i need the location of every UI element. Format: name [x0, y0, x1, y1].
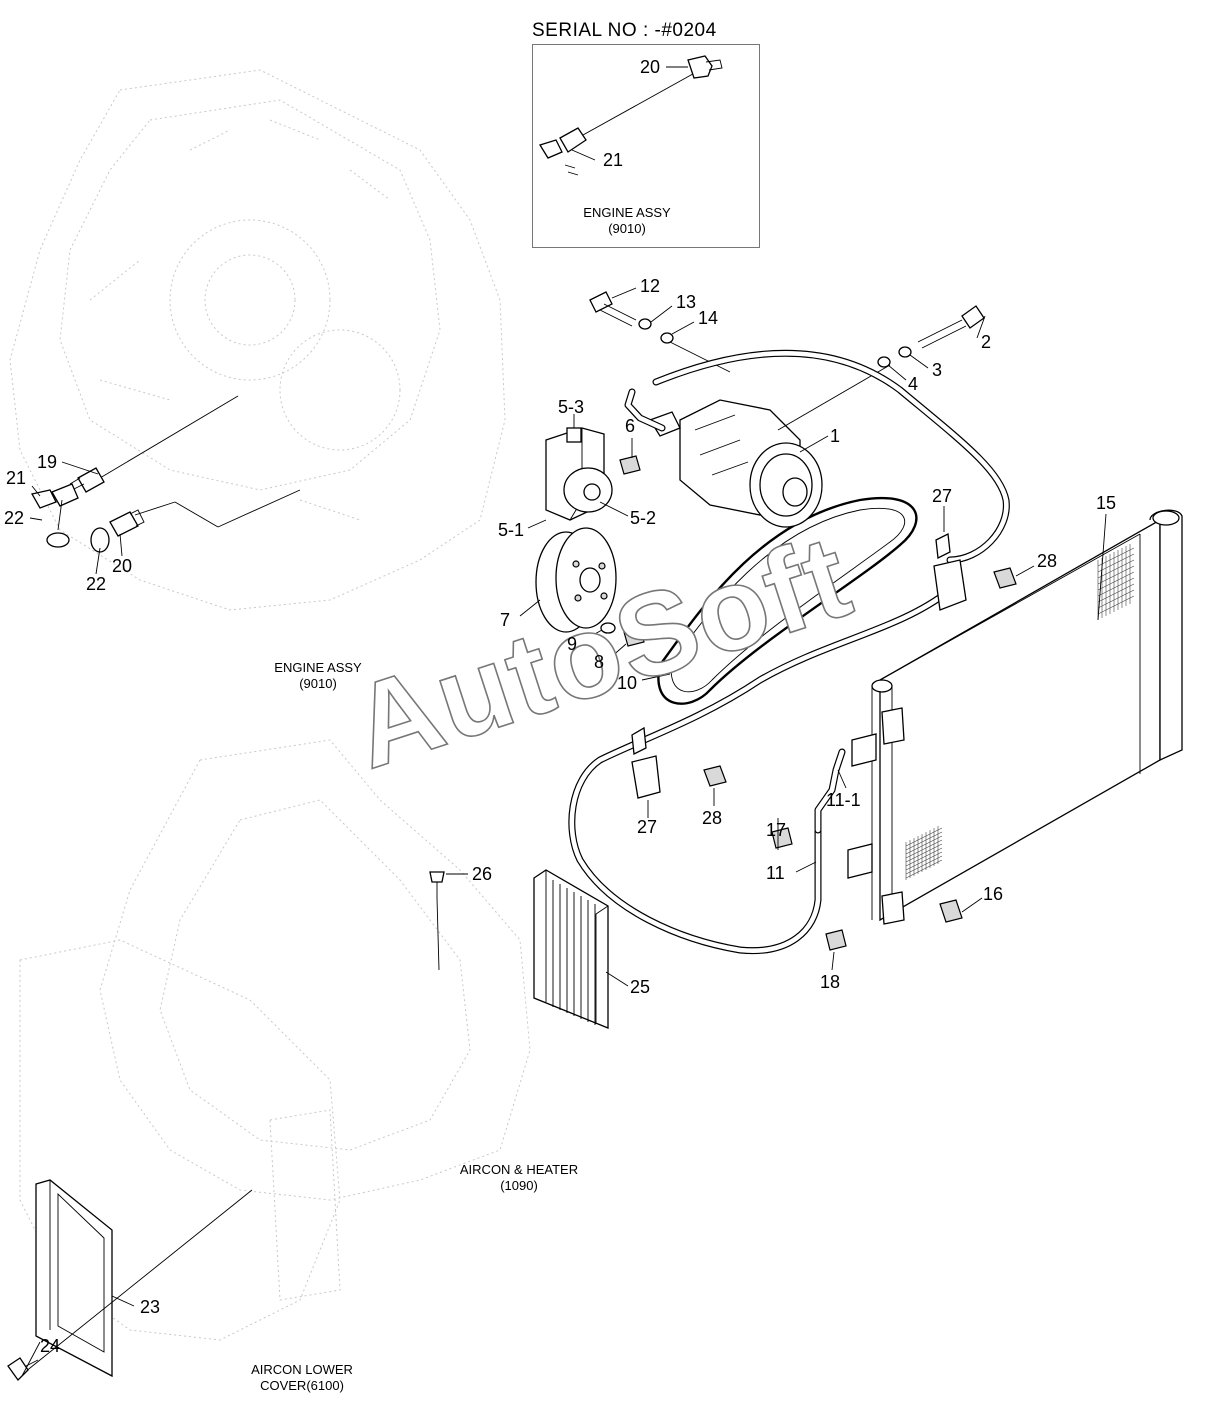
callout: 5-2 [630, 508, 657, 528]
section-name: ENGINE ASSY [274, 660, 362, 675]
callout: 22 [4, 508, 25, 528]
mesh-line [905, 843, 943, 863]
lower-cover [7, 1179, 253, 1382]
callout: 20 [640, 57, 661, 77]
callout: 16 [983, 884, 1004, 904]
bolt-26 [429, 871, 468, 971]
inset-parts [539, 55, 723, 176]
left-fittings [30, 395, 301, 553]
callout: 12 [640, 276, 661, 296]
mesh-line [1097, 553, 1135, 573]
callout: 28 [1037, 551, 1058, 571]
mesh-line [1097, 577, 1135, 597]
callout: 14 [698, 308, 719, 328]
idler-bracket [545, 427, 641, 521]
callout: 26 [472, 864, 493, 884]
callout: 2 [981, 332, 992, 352]
mesh-line [905, 855, 943, 875]
serial-inset-frame [532, 44, 760, 248]
mount-bolts [589, 291, 985, 373]
callout: 22 [86, 574, 107, 594]
section-code: (9010) [608, 221, 646, 236]
callout: 5-3 [558, 397, 585, 417]
mesh-line [905, 835, 943, 855]
mesh-line [905, 847, 943, 867]
callout: 27 [932, 486, 953, 506]
section-code: (9010) [299, 676, 337, 691]
leader-lines [21, 287, 1107, 1377]
callout: 7 [500, 610, 511, 630]
callout: 17 [766, 820, 787, 840]
ghost-engine-outline [9, 69, 506, 611]
callout: 28 [702, 808, 723, 828]
mesh-line [905, 839, 943, 859]
serial-number-label: SERIAL NO : -#0204 [532, 20, 717, 41]
callout: 8 [594, 652, 605, 672]
section-name: ENGINE ASSY [583, 205, 671, 220]
callout: 19 [37, 452, 58, 472]
condenser [847, 509, 1183, 925]
callout: 6 [625, 416, 636, 436]
callout: 9 [567, 634, 578, 654]
section-name: AIRCON LOWER [251, 1362, 353, 1377]
callout: 25 [630, 977, 651, 997]
mesh-line [905, 827, 943, 847]
aircon-filter [533, 869, 609, 1029]
mesh-line [1097, 595, 1135, 615]
hose-clamps [631, 533, 1017, 951]
section-code: (1090) [500, 1178, 538, 1193]
mesh-line [1097, 571, 1135, 591]
section-name: AIRCON & HEATER [459, 1162, 579, 1177]
callout: 5-1 [498, 520, 525, 540]
aircon-lower-cover-label: AIRCON LOWER COVER(6100) [222, 1362, 382, 1394]
callout: 21 [6, 468, 27, 488]
ghost-aircon-heater-outline [19, 739, 531, 1341]
compressor [649, 364, 891, 528]
mesh-line [905, 859, 943, 879]
callout: 24 [40, 1336, 61, 1356]
callout: 23 [140, 1297, 161, 1317]
callout: 1 [830, 426, 841, 446]
callout: 13 [676, 292, 697, 312]
mesh-line [1097, 565, 1135, 585]
mesh-line [1097, 583, 1135, 603]
mesh-line [1097, 589, 1135, 609]
section-code: COVER(6100) [260, 1378, 344, 1393]
mesh-line [1097, 559, 1135, 579]
callout: 18 [820, 972, 841, 992]
callout: 3 [932, 360, 943, 380]
callout: 27 [637, 817, 658, 837]
callout: 11-1 [826, 790, 861, 810]
callout: 4 [908, 374, 919, 394]
callout: 21 [603, 150, 624, 170]
refrigerant-hoses [568, 349, 1010, 955]
belt [657, 496, 918, 705]
aircon-heater-label: AIRCON & HEATER (1090) [434, 1162, 604, 1194]
condenser-core-mesh [905, 544, 1135, 880]
mesh-line [1097, 547, 1135, 567]
mesh-line [905, 851, 943, 871]
callout: 10 [617, 673, 638, 693]
engine-assy-label: ENGINE ASSY (9010) [248, 660, 388, 692]
mesh-line [905, 831, 943, 851]
callout: 11 [766, 863, 785, 883]
callout: 20 [112, 556, 133, 576]
callout: 15 [1096, 493, 1117, 513]
inset-engine-assy-label: ENGINE ASSY (9010) [560, 205, 694, 237]
pulley [535, 527, 645, 647]
